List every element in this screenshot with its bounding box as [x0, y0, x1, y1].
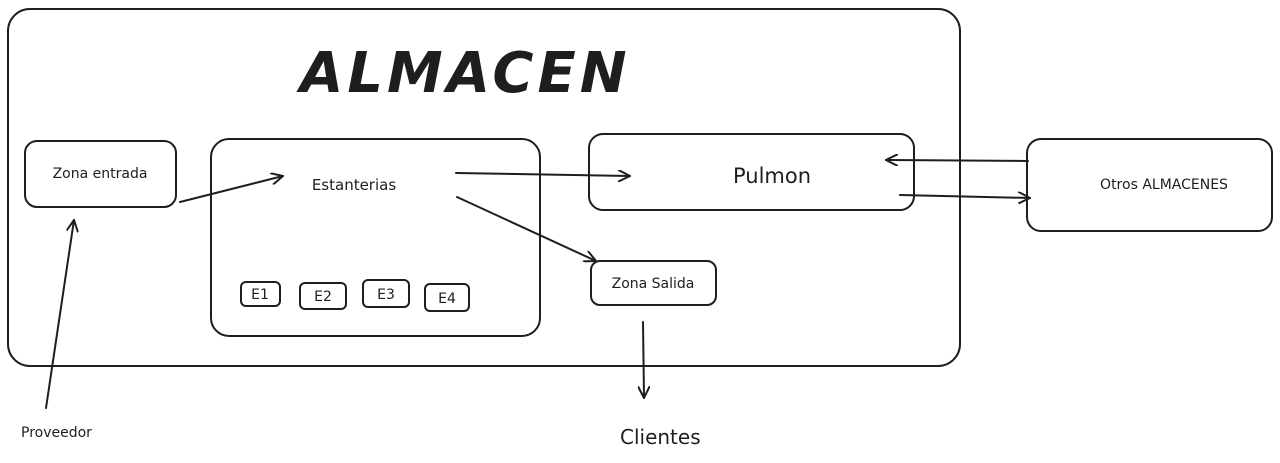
almacen-container — [7, 8, 961, 367]
shelf-e4-label: E4 — [438, 291, 456, 307]
shelf-e1-label: E1 — [251, 287, 269, 303]
node-otros-almacenes: Otros ALMACENES — [1026, 138, 1273, 232]
shelf-e3-label: E3 — [377, 287, 395, 303]
proveedor-label: Proveedor — [21, 425, 92, 441]
shelf-e4: E4 — [424, 283, 470, 312]
shelf-e2: E2 — [299, 282, 347, 310]
shelf-e1: E1 — [240, 281, 281, 307]
node-pulmon: Pulmon — [588, 133, 915, 211]
otros-almacenes-label: Otros ALMACENES — [1100, 177, 1228, 193]
arrow-zona-salida-to-clientes — [643, 321, 644, 399]
diagram-title: ALMACEN — [296, 41, 631, 106]
arrow-estanterias-to-zona-salida — [456, 196, 597, 261]
arrow-zona-entrada-to-estanterias — [179, 176, 284, 203]
arrow-pulmon-to-otros-almacenes — [899, 195, 1031, 198]
arrow-otros-almacenes-to-pulmon — [885, 160, 1029, 161]
node-estanterias: Estanterias — [210, 138, 541, 337]
arrow-estanterias-to-pulmon — [455, 173, 631, 176]
node-zona-salida: Zona Salida — [590, 260, 717, 306]
clientes-label: Clientes — [620, 425, 701, 449]
pulmon-label: Pulmon — [733, 164, 811, 188]
zona-entrada-label: Zona entrada — [53, 166, 148, 182]
zona-salida-label: Zona Salida — [612, 276, 695, 292]
node-zona-entrada: Zona entrada — [24, 140, 177, 208]
estanterias-label: Estanterias — [312, 176, 397, 194]
arrow-proveedor-to-zona-entrada — [45, 219, 74, 409]
shelf-e2-label: E2 — [314, 289, 332, 305]
shelf-e3: E3 — [362, 279, 410, 308]
